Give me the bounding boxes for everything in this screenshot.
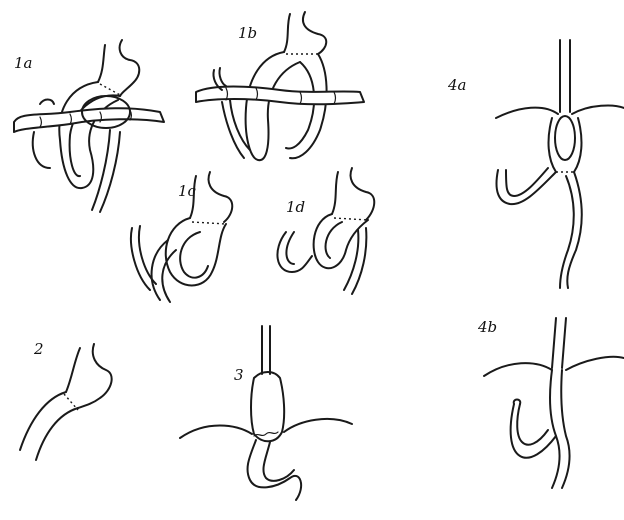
label-1d: 1d — [286, 198, 305, 216]
tail-1a — [92, 130, 120, 212]
figure-1a: 1a — [14, 40, 164, 212]
label-3: 3 — [234, 366, 244, 384]
crossbar-3 — [180, 419, 352, 438]
junction-2 — [64, 394, 78, 410]
junction-1a — [100, 84, 122, 96]
label-2: 2 — [33, 340, 44, 358]
limb-4b — [550, 370, 570, 488]
colon-end-left-1a — [40, 100, 54, 105]
stomach-1c — [190, 172, 232, 222]
figure-4b: 4b — [477, 318, 624, 488]
label-1a: 1a — [14, 54, 33, 72]
stomach-2 — [66, 344, 112, 408]
label-4b: 4b — [477, 318, 497, 336]
colon-band-1a — [14, 108, 164, 132]
stomach-1b — [284, 12, 326, 54]
hook-4a — [497, 168, 557, 204]
label-4a: 4a — [447, 76, 467, 94]
figure-1b: 1b — [196, 12, 364, 160]
tail-1d — [344, 228, 366, 294]
hook-4b — [511, 404, 556, 458]
esophagus-3 — [262, 326, 270, 374]
loop-inner-1a — [70, 95, 120, 176]
figure-4a: 4a — [447, 40, 624, 288]
junction-1d — [334, 218, 368, 220]
junction-1c — [192, 222, 226, 224]
crossbar-4b — [484, 357, 624, 376]
tail-4a — [560, 172, 582, 288]
loop-limb-2-1b — [290, 54, 327, 158]
figure-3: 3 — [180, 326, 352, 500]
label-1b: 1b — [238, 24, 257, 42]
loop-limb-1b — [246, 52, 300, 160]
cap-4b — [514, 400, 521, 405]
wavy-junction-3 — [254, 432, 278, 436]
stub-1c — [131, 226, 156, 290]
stomach-3 — [251, 372, 284, 441]
figure-1d: 1d — [277, 168, 374, 294]
tail-1c — [152, 240, 176, 302]
duodenum-3 — [248, 440, 302, 500]
loop-inner-1b — [286, 62, 314, 148]
stomach-1d — [332, 168, 374, 220]
loop-inner-1c — [180, 232, 208, 278]
stomach-4a — [549, 118, 582, 172]
colon-loop-left-1a — [33, 132, 50, 168]
esophagus-4b — [552, 318, 566, 368]
esophagus-4a — [560, 40, 570, 112]
loop-inner-1d — [326, 222, 342, 258]
hook-1d — [277, 232, 312, 272]
pylorus-ring-4a — [555, 116, 575, 160]
limb-2 — [20, 392, 78, 460]
figure-1c: 1c — [131, 172, 232, 302]
figure-2: 2 — [20, 340, 112, 460]
stomach-1a — [98, 40, 139, 96]
